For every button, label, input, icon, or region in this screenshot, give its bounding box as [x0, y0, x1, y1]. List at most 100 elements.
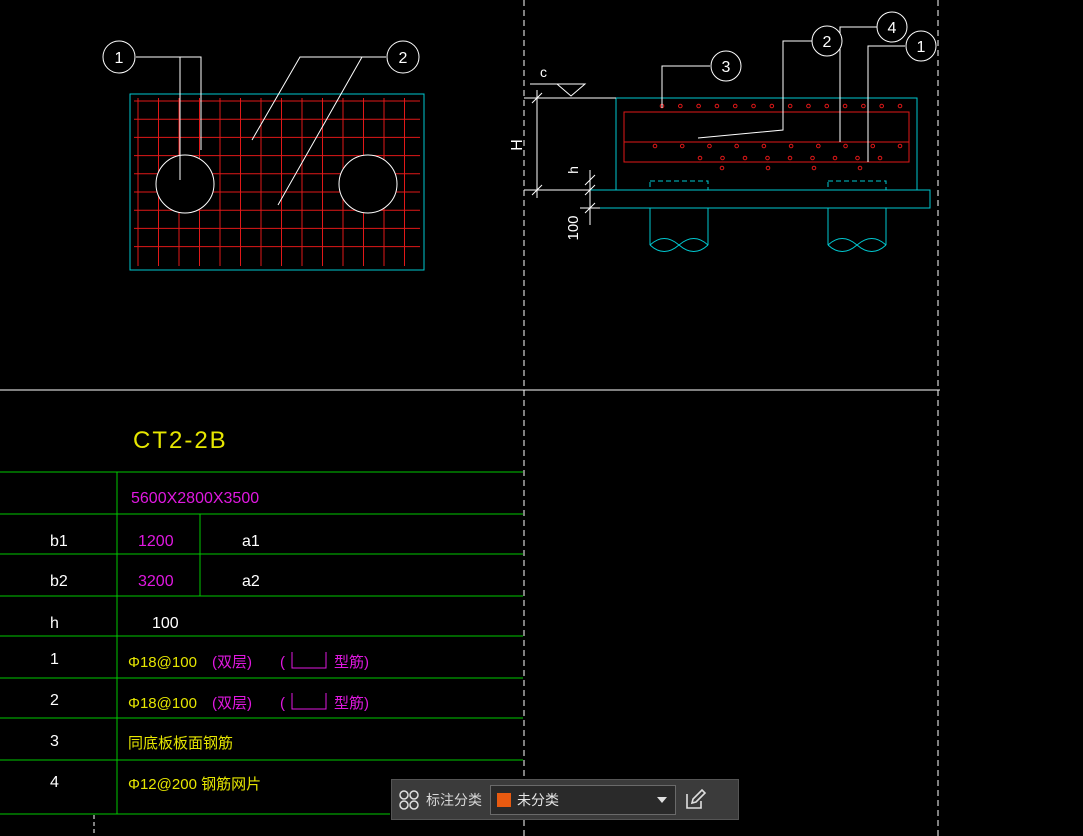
rebar-dot — [707, 143, 712, 149]
rebar-dot — [787, 103, 793, 109]
rebar-dot — [788, 143, 794, 149]
row-b2-key: b2 — [50, 573, 68, 590]
edit-icon[interactable] — [676, 780, 714, 819]
row-b1-key: b1 — [50, 533, 68, 550]
row-1-value: Φ18@100 — [128, 654, 197, 671]
sec-callout-1-label: 1 — [917, 39, 926, 56]
plan-outline — [129, 93, 425, 271]
rebar-dot — [810, 155, 815, 161]
row-1-shape-open: ( — [280, 654, 285, 671]
callout-1-label: 1 — [115, 50, 124, 67]
dim-H: H — [509, 139, 526, 151]
sec-callout-3-label: 3 — [722, 59, 731, 76]
rebar-dots — [652, 103, 903, 171]
rebar-dot — [679, 143, 685, 149]
row-1-shape-type: 型筋) — [334, 654, 369, 671]
row-2-shape-type: 型筋) — [334, 695, 369, 712]
cushion-outline — [589, 189, 931, 209]
pile-right — [338, 154, 398, 214]
rebar-dot — [897, 103, 903, 109]
dim-h: h — [565, 166, 581, 174]
sec-callout-2-circle[interactable] — [811, 25, 843, 57]
rebar-dot — [732, 103, 738, 109]
rebar-dot — [714, 103, 720, 109]
rebar-dot — [861, 103, 866, 109]
rebar-dot — [765, 165, 771, 171]
rebar-dot — [870, 143, 876, 149]
section-view[interactable]: c H h 100 3 2 4 1 — [509, 11, 937, 252]
sec-leader-1 — [867, 45, 905, 162]
rebar-dot — [751, 103, 756, 109]
plan-view[interactable]: 1 2 — [102, 40, 425, 271]
category-selected-value: 未分类 — [517, 792, 559, 809]
row-4-key: 4 — [50, 774, 59, 791]
inner-rebar-cage — [623, 111, 910, 163]
sec-callout-3-circle[interactable] — [710, 50, 742, 82]
callout-2-label: 2 — [399, 50, 408, 67]
leader-2b — [277, 56, 386, 206]
rebar-dot — [769, 103, 775, 109]
rebar-dot — [787, 155, 793, 161]
sec-leader-2 — [697, 40, 812, 139]
rebar-dot — [720, 155, 725, 161]
row-4-value: Φ12@200 钢筋网片 — [128, 776, 261, 793]
annotation-category-label: 标注分类 — [426, 792, 482, 809]
row-1-shape-icon — [291, 652, 327, 669]
pile-left — [155, 154, 215, 214]
rebar-dot — [842, 103, 848, 109]
sec-leader-4 — [839, 26, 877, 142]
dimensions — [524, 83, 616, 225]
grid-icon[interactable] — [392, 780, 426, 819]
annotation-toolbar[interactable]: 标注分类 未分类 — [391, 779, 739, 820]
sec-callout-2-label: 2 — [823, 34, 832, 51]
callout-1-circle[interactable] — [102, 40, 136, 74]
callout-2-circle[interactable] — [386, 40, 420, 74]
rebar-dot — [678, 103, 683, 109]
row-2-value: Φ18@100 — [128, 695, 197, 712]
rebar-dot — [816, 143, 821, 149]
chevron-down-icon — [657, 796, 667, 803]
category-select[interactable]: 未分类 — [490, 784, 676, 815]
rebar-dot — [879, 103, 884, 109]
sec-callout-4-label: 4 — [888, 20, 897, 37]
rebar-dot — [761, 143, 767, 149]
row-3-value: 同底板板面钢筋 — [128, 734, 233, 752]
rebar-dot — [696, 103, 701, 109]
dim-100: 100 — [565, 215, 582, 240]
row-2-key: 2 — [50, 692, 59, 709]
rebar-dot — [824, 103, 830, 109]
row-3-key: 3 — [50, 733, 59, 750]
row-2-shape-icon — [291, 693, 327, 710]
row-1-key: 1 — [50, 651, 59, 668]
table-size: 5600X2800X3500 — [131, 490, 259, 507]
spec-table[interactable]: CT2-2B 5600X2800X3500 b1 1200 a1 b2 3200… — [0, 427, 523, 815]
row-1-layer: (双层) — [212, 654, 252, 671]
row-b2-extra: a2 — [242, 573, 260, 590]
rebar-dot — [652, 143, 658, 149]
sec-leader-3 — [661, 65, 710, 108]
frame-lines — [0, 0, 940, 836]
table-lines — [0, 471, 523, 815]
table-title: CT2-2B — [133, 427, 228, 454]
rebar-dot — [719, 165, 725, 171]
rebar-dot — [806, 103, 811, 109]
sec-callout-4-circle[interactable] — [876, 11, 908, 43]
rebar-dot — [742, 155, 748, 161]
rebar-dot — [897, 143, 903, 149]
rebar-dot — [697, 155, 703, 161]
rebar-dot — [857, 165, 863, 171]
row-2-shape-open: ( — [280, 695, 285, 712]
rebar-dot — [811, 165, 817, 171]
row-b1-extra: a1 — [242, 533, 260, 550]
rebar-dot — [855, 155, 860, 161]
rebar-dot — [843, 143, 848, 149]
sec-callout-1-circle[interactable] — [905, 30, 937, 62]
rebar-dot — [734, 143, 739, 149]
row-b2-value: 3200 — [138, 573, 174, 590]
row-b1-value: 1200 — [138, 533, 174, 550]
dim-c: c — [540, 64, 547, 80]
rebar-dot — [877, 155, 883, 161]
rebar-dot — [832, 155, 838, 161]
leader-1b — [136, 56, 202, 150]
